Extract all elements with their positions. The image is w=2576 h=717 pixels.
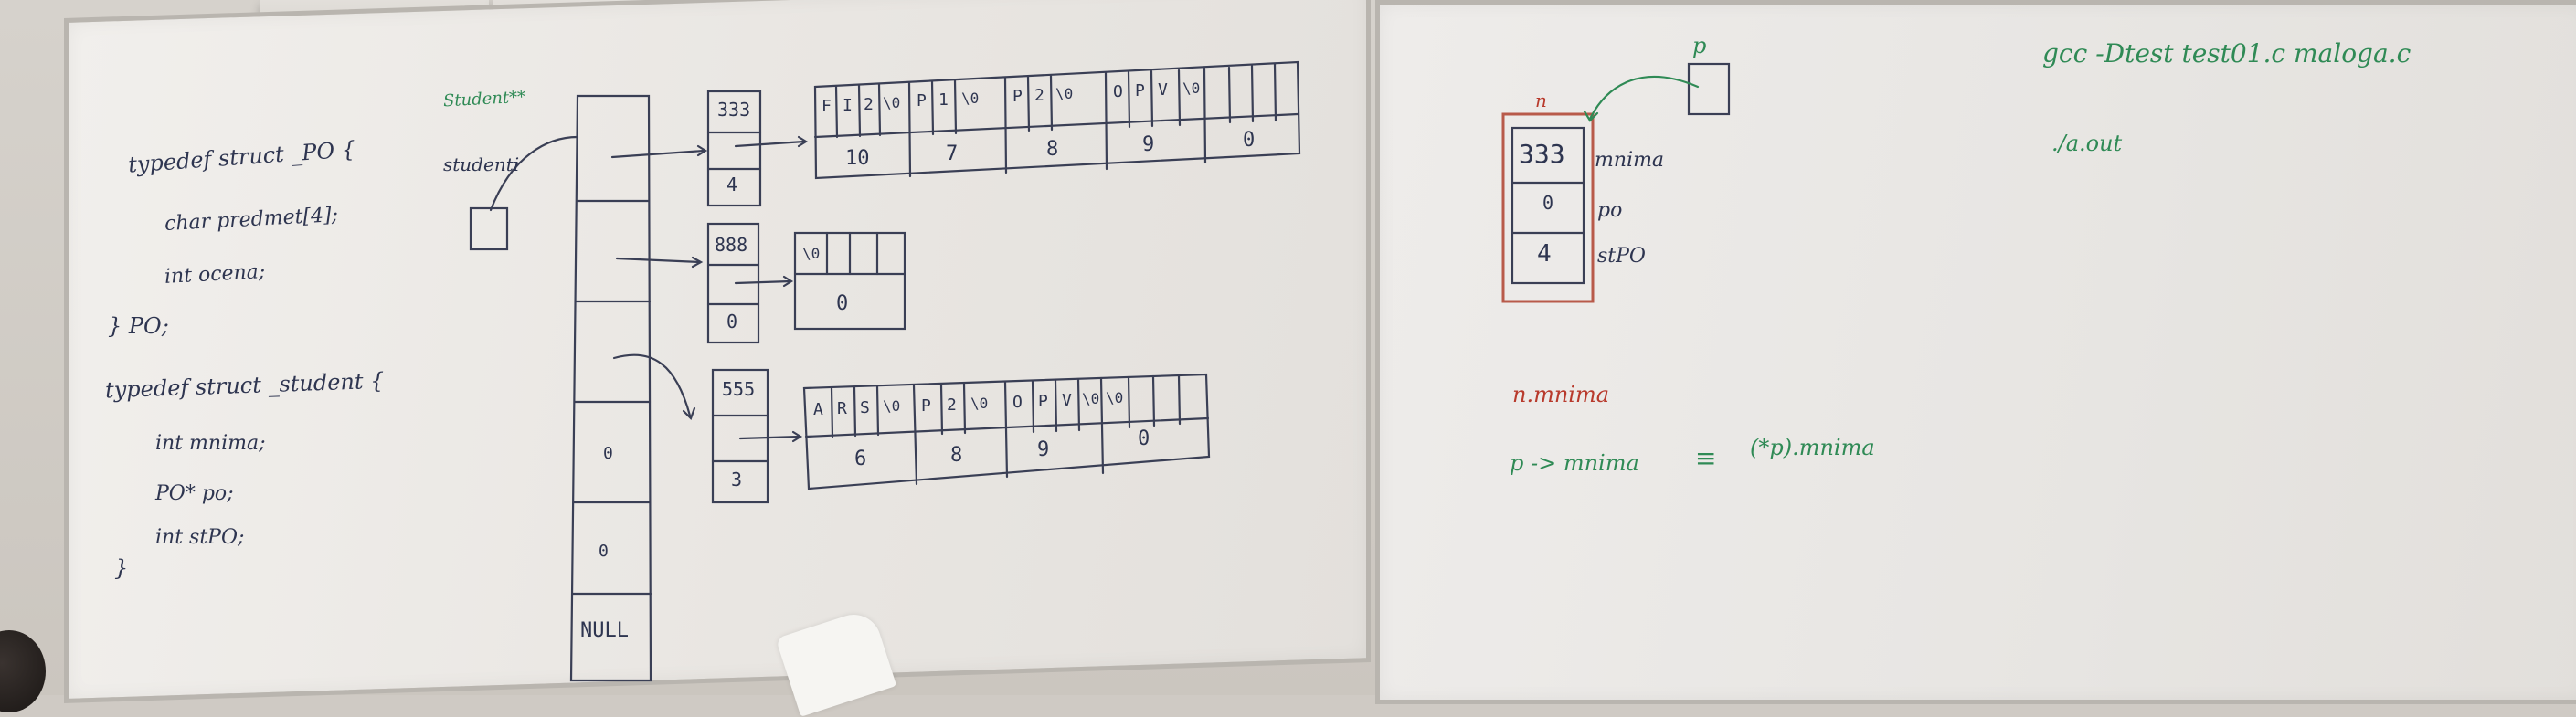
po1-char: \0 xyxy=(1182,79,1201,97)
code-line-4: } PO; xyxy=(108,313,169,339)
array-cell-null: NULL xyxy=(580,619,629,642)
po3-grade: 9 xyxy=(1037,438,1050,461)
gcc-command: gcc -Dtest test01.c maloga.c xyxy=(2042,38,2412,69)
field-label-mnima: mnima xyxy=(1595,149,1665,172)
po1-char: O xyxy=(1113,82,1123,101)
po3-char: 2 xyxy=(947,395,957,415)
po1-grade: 8 xyxy=(1046,138,1059,161)
po3-char: V xyxy=(1062,391,1072,410)
record2-count: 0 xyxy=(726,311,738,332)
po3-char: A xyxy=(813,400,823,419)
record-po: 0 xyxy=(1542,192,1554,214)
po3-char: \0 xyxy=(1082,390,1100,407)
run-command: ./a.out xyxy=(2051,131,2123,156)
po2-char: \0 xyxy=(802,245,821,262)
code-line-8: int stPO; xyxy=(155,526,245,549)
record1-id: 333 xyxy=(717,99,751,121)
po3-char: R xyxy=(837,399,847,418)
po3-grade: 0 xyxy=(1138,427,1150,450)
record-id: 333 xyxy=(1519,139,1565,169)
po1-char: P xyxy=(917,91,927,111)
po1-char: V xyxy=(1158,80,1168,100)
po1-char: \0 xyxy=(883,94,901,111)
po3-grade: 6 xyxy=(854,448,867,470)
po1-char: \0 xyxy=(1055,85,1074,102)
po1-char: 2 xyxy=(1034,86,1044,105)
po1-char: 1 xyxy=(938,90,949,110)
po3-char: S xyxy=(860,398,870,417)
po1-char: F xyxy=(822,97,832,116)
po1-char: P xyxy=(1135,81,1145,100)
record-count: 4 xyxy=(1537,240,1552,268)
po3-char: P xyxy=(921,396,931,416)
record2-id: 888 xyxy=(715,234,748,256)
po3-char: \0 xyxy=(883,397,901,415)
po2-grade: 0 xyxy=(836,292,849,315)
po1-grade: 10 xyxy=(845,147,870,170)
po1-char: \0 xyxy=(961,90,980,107)
studenti-label: studenti xyxy=(443,153,520,175)
po1-char: 2 xyxy=(864,95,874,114)
student-ptr-label: Student** xyxy=(442,87,526,111)
po3-char: \0 xyxy=(970,395,989,412)
record3-count: 3 xyxy=(731,469,743,490)
po1-char: P xyxy=(1012,87,1023,106)
po3-grade: 8 xyxy=(950,444,963,467)
expr-n-mnima: n.mnima xyxy=(1512,382,1610,407)
diagram-strokes xyxy=(469,60,1731,682)
expr-p-arrow: p -> mnima xyxy=(1510,450,1639,476)
field-label-po: po xyxy=(1597,199,1623,222)
equivalence-symbol: ≡ xyxy=(1695,443,1717,473)
po3-char: \0 xyxy=(1106,389,1124,406)
record3-id: 555 xyxy=(722,378,756,400)
code-line-3: int ocena; xyxy=(164,260,266,289)
po1-grade: 7 xyxy=(946,142,959,165)
po3-char: O xyxy=(1012,393,1023,412)
code-line-9: } xyxy=(114,555,129,581)
field-label-stpo: stPO xyxy=(1597,245,1646,268)
po1-char: I xyxy=(843,96,853,115)
po1-grade: 0 xyxy=(1243,129,1256,152)
po1-grade: 9 xyxy=(1142,133,1155,156)
n-label: n xyxy=(1535,90,1547,111)
code-line-7: PO* po; xyxy=(155,482,234,505)
record1-count: 4 xyxy=(726,174,738,195)
expr-deref: (*p).mnima xyxy=(1750,435,1875,460)
right-whiteboard xyxy=(1375,0,2576,704)
p-label: p xyxy=(1692,33,1707,58)
array-cell-5: 0 xyxy=(599,542,609,561)
po3-char: P xyxy=(1038,392,1048,411)
array-cell-4: 0 xyxy=(603,444,613,463)
code-line-6: int mnima; xyxy=(155,432,266,455)
